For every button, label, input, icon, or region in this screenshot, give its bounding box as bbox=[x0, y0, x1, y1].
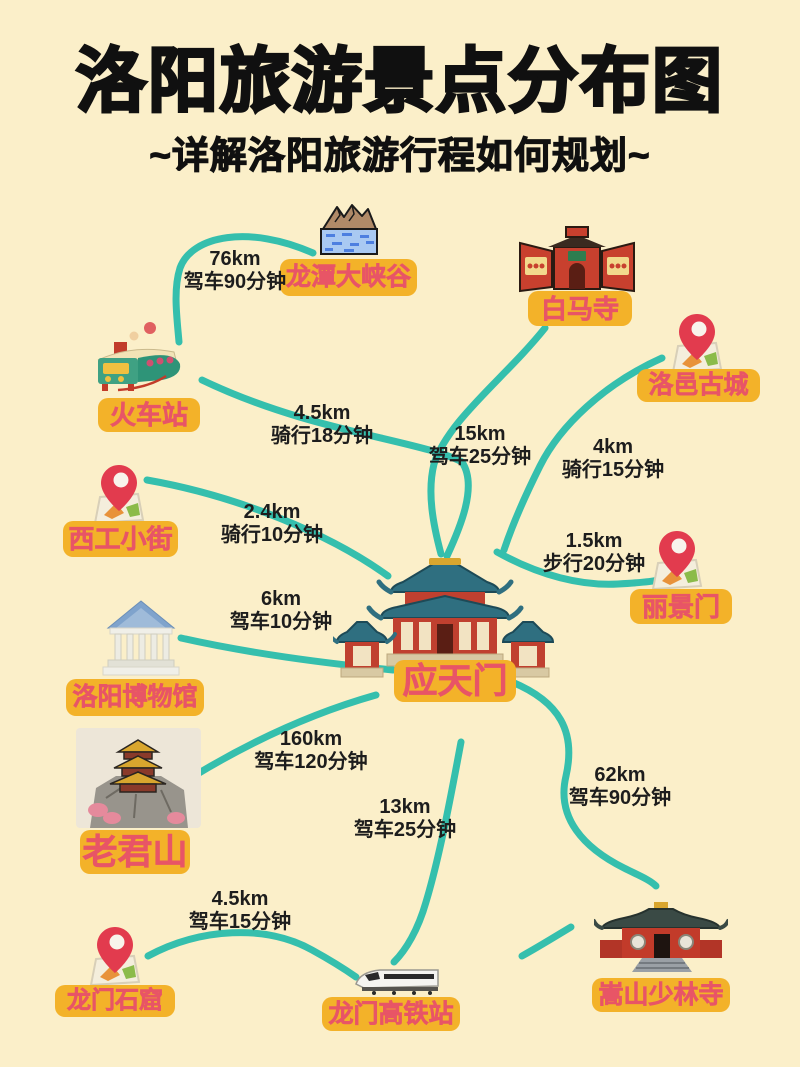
route-line-hsrstation-stub bbox=[518, 923, 575, 960]
location-label-longtan-canyon: 龙潭大峡谷 bbox=[280, 259, 417, 296]
route-travel-mode: 驾车15分钟 bbox=[188, 911, 292, 933]
route-travel-mode: 驾车25分钟 bbox=[428, 446, 532, 468]
route-distance: 2.4km bbox=[243, 501, 301, 523]
location-label-train-station: 火车站 bbox=[98, 398, 200, 432]
route-label-yingtianmen-lijingmen: 1.5km 步行20分钟 bbox=[543, 530, 645, 576]
route-distance: 76km bbox=[209, 248, 261, 270]
route-distance: 13km bbox=[379, 796, 431, 818]
route-label-laojun-yingtianmen: 160km 驾车120分钟 bbox=[254, 728, 367, 774]
map-pin-icon bbox=[651, 531, 703, 591]
map-pin-icon bbox=[89, 927, 141, 987]
page-title: 洛阳旅游景点分布图 bbox=[75, 42, 724, 120]
route-distance: 6km bbox=[260, 588, 302, 610]
route-label-yingtianmen-baimasi: 15km 驾车25分钟 bbox=[429, 423, 531, 469]
route-label-yingtianmen-luoyi: 4km 骑行15分钟 bbox=[562, 436, 664, 482]
route-distance: 4.5km bbox=[211, 888, 269, 910]
shaolin-temple-icon bbox=[594, 902, 728, 972]
route-line-yingtianmen-lijingmen bbox=[493, 548, 662, 588]
route-travel-mode: 驾车120分钟 bbox=[254, 751, 368, 773]
route-travel-mode: 驾车10分钟 bbox=[229, 611, 333, 633]
route-distance: 62km bbox=[594, 764, 646, 786]
route-label-yingtianmen-hsrstation: 13km 驾车25分钟 bbox=[354, 796, 456, 842]
route-label-museum-yingtianmen: 6km 驾车10分钟 bbox=[230, 588, 332, 634]
route-travel-mode: 步行20分钟 bbox=[542, 553, 646, 575]
map-pin-icon bbox=[93, 465, 145, 525]
location-label-longmen-grottoes: 龙门石窟 bbox=[55, 985, 175, 1017]
route-label-trainstation-yingtianmen: 4.5km 骑行18分钟 bbox=[271, 402, 373, 448]
route-travel-mode: 驾车90分钟 bbox=[183, 271, 287, 293]
route-line-trainstation-yingtianmen bbox=[198, 376, 472, 560]
route-distance: 4.5km bbox=[293, 402, 351, 424]
location-label-baima-temple: 白马寺 bbox=[528, 291, 632, 326]
location-label-lijing-gate: 丽景门 bbox=[630, 589, 732, 624]
route-travel-mode: 骑行18分钟 bbox=[270, 425, 374, 447]
route-travel-mode: 骑行15分钟 bbox=[561, 459, 665, 481]
route-line-yingtianmen-hsrstation bbox=[390, 738, 465, 966]
location-label-xigong-street: 西工小街 bbox=[63, 521, 178, 557]
bullet-train-icon bbox=[355, 969, 439, 995]
map-pin-icon bbox=[671, 314, 723, 374]
route-travel-mode: 驾车90分钟 bbox=[568, 787, 672, 809]
route-distance: 1.5km bbox=[565, 530, 623, 552]
canyon-icon bbox=[320, 204, 378, 255]
route-label-yingtianmen-shaolin: 62km 驾车90分钟 bbox=[569, 764, 671, 810]
location-label-yingtian-gate: 应天门 bbox=[394, 660, 516, 702]
route-travel-mode: 骑行10分钟 bbox=[220, 524, 324, 546]
page-subtitle: ~详解洛阳旅游行程如何规划~ bbox=[149, 135, 651, 177]
location-label-longmen-hsr-station: 龙门高铁站 bbox=[322, 997, 460, 1031]
steam-train-icon bbox=[97, 322, 181, 392]
palace-icon bbox=[333, 558, 555, 678]
route-label-trainstation-longtan: 76km 驾车90分钟 bbox=[184, 248, 286, 294]
route-distance: 160km bbox=[279, 728, 343, 750]
mountain-temple-photo bbox=[76, 728, 201, 828]
route-travel-mode: 驾车25分钟 bbox=[353, 819, 457, 841]
route-line-yingtianmen-shaolin bbox=[508, 678, 660, 890]
location-label-shaolin-temple: 嵩山少林寺 bbox=[592, 978, 730, 1012]
location-label-luoyang-museum: 洛阳博物馆 bbox=[66, 679, 204, 716]
route-line-laojun-yingtianmen bbox=[190, 691, 380, 780]
route-distance: 4km bbox=[592, 436, 634, 458]
route-distance: 15km bbox=[454, 423, 506, 445]
route-line-yingtianmen-luoyi bbox=[500, 354, 666, 554]
route-line-grottoes-hsrstation bbox=[144, 929, 360, 981]
route-label-xigong-yingtianmen: 2.4km 骑行10分钟 bbox=[221, 501, 323, 547]
route-label-grottoes-hsrstation: 4.5km 驾车15分钟 bbox=[189, 888, 291, 934]
route-line-xigong-yingtianmen bbox=[143, 476, 392, 580]
route-line-trainstation-longtan bbox=[172, 233, 317, 346]
location-label-laojun-mountain: 老君山 bbox=[80, 830, 190, 874]
location-label-luoyi-ancient-city: 洛邑古城 bbox=[637, 369, 760, 402]
museum-icon bbox=[102, 600, 180, 676]
route-line-yingtianmen-baimasi bbox=[427, 324, 549, 558]
temple-gate-icon bbox=[519, 226, 635, 293]
